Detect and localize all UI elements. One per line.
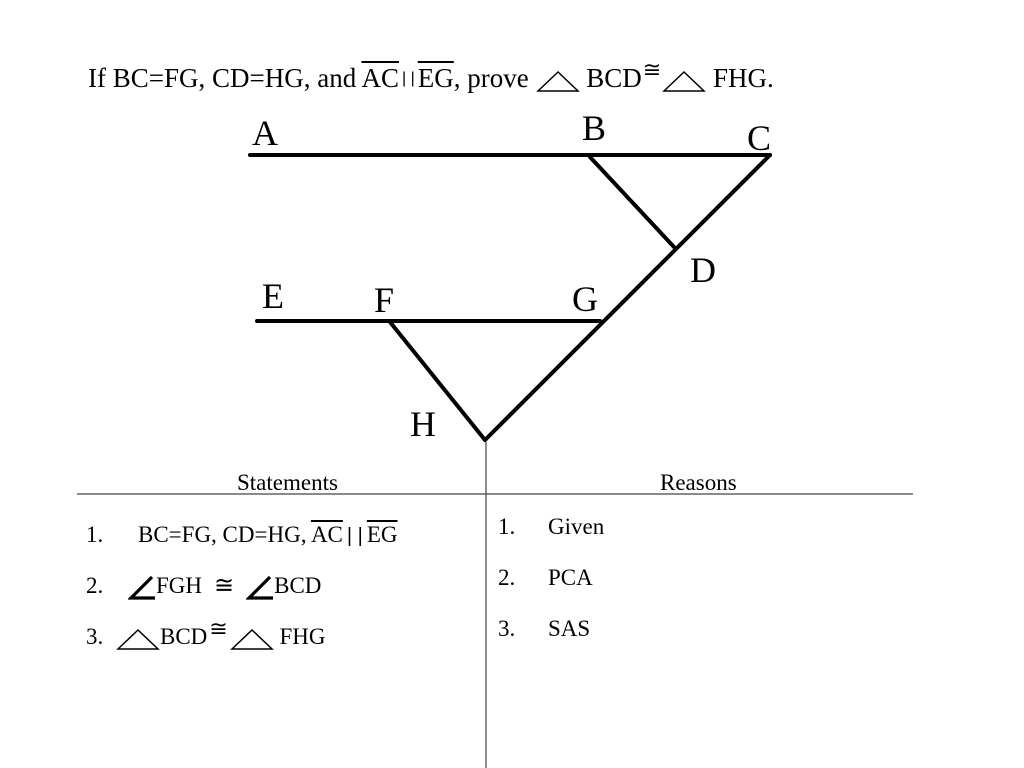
problem-prefix: If BC=FG, CD=HG, and: [88, 63, 357, 93]
reason-number: 3.: [498, 616, 516, 641]
reason-text: PCA: [548, 565, 593, 590]
triangle-fhg: FHG: [279, 624, 326, 649]
angle-bcd: BCD: [274, 573, 322, 598]
line-fh: [388, 320, 487, 442]
triangle-icon: [662, 70, 707, 92]
line-ch: [483, 153, 772, 442]
reason-text: SAS: [548, 616, 591, 641]
segment-eg: EG: [417, 63, 454, 93]
congruent-icon: ≅: [214, 573, 235, 599]
triangle-icon: [229, 628, 274, 650]
statement-row-1: 1. BC=FG, CD=HG, AC| |EG: [86, 520, 398, 551]
point-label-a: A: [252, 113, 278, 153]
statement-text: BC=FG, CD=HG,: [138, 522, 307, 547]
parallel-icon: | |: [402, 69, 415, 87]
statement-row-3: 3. BCD≅ FHG: [86, 616, 326, 652]
point-label-b: B: [582, 108, 606, 148]
point-label-c: C: [747, 118, 771, 158]
triangle-icon: [116, 628, 160, 650]
parallel-icon: | |: [346, 525, 363, 547]
reason-text: Given: [548, 514, 605, 539]
angle-fgh: FGH: [156, 573, 203, 598]
statement-number: 1.: [86, 522, 104, 547]
reason-row-2: 2. PCA: [498, 563, 593, 593]
reasons-header: Reasons: [660, 470, 737, 495]
triangle-icon: [535, 70, 580, 92]
reason-row-3: 3. SAS: [498, 614, 590, 644]
angle-icon: [128, 575, 155, 600]
point-label-g: G: [572, 279, 598, 319]
statement-number: 2.: [86, 573, 104, 598]
segment-ac: AC: [361, 63, 399, 93]
triangle-bcd: BCD: [160, 624, 208, 649]
point-label-d: D: [690, 250, 716, 290]
reason-number: 2.: [498, 565, 516, 590]
point-label-e: E: [262, 276, 284, 316]
statement-number: 3.: [86, 624, 104, 649]
statement-row-2: 2. FGH ≅ BCD: [86, 571, 321, 601]
reason-row-1: 1. Given: [498, 512, 604, 542]
line-bd: [588, 155, 676, 249]
problem-statement: If BC=FG, CD=HG, and AC| |EG, prove BCD≅…: [88, 57, 774, 101]
problem-mid: , prove: [453, 63, 529, 93]
triangle-fhg: FHG.: [712, 63, 774, 93]
congruent-icon: ≅: [209, 616, 228, 641]
statements-header: Statements: [237, 470, 338, 495]
point-label-f: F: [374, 280, 394, 320]
segment-ac: AC: [310, 522, 343, 547]
triangle-bcd: BCD: [586, 63, 642, 93]
angle-icon: [246, 575, 274, 600]
point-label-h: H: [410, 404, 436, 444]
congruent-icon: ≅: [642, 57, 662, 82]
segment-eg: EG: [366, 522, 398, 547]
reason-number: 1.: [498, 514, 516, 539]
